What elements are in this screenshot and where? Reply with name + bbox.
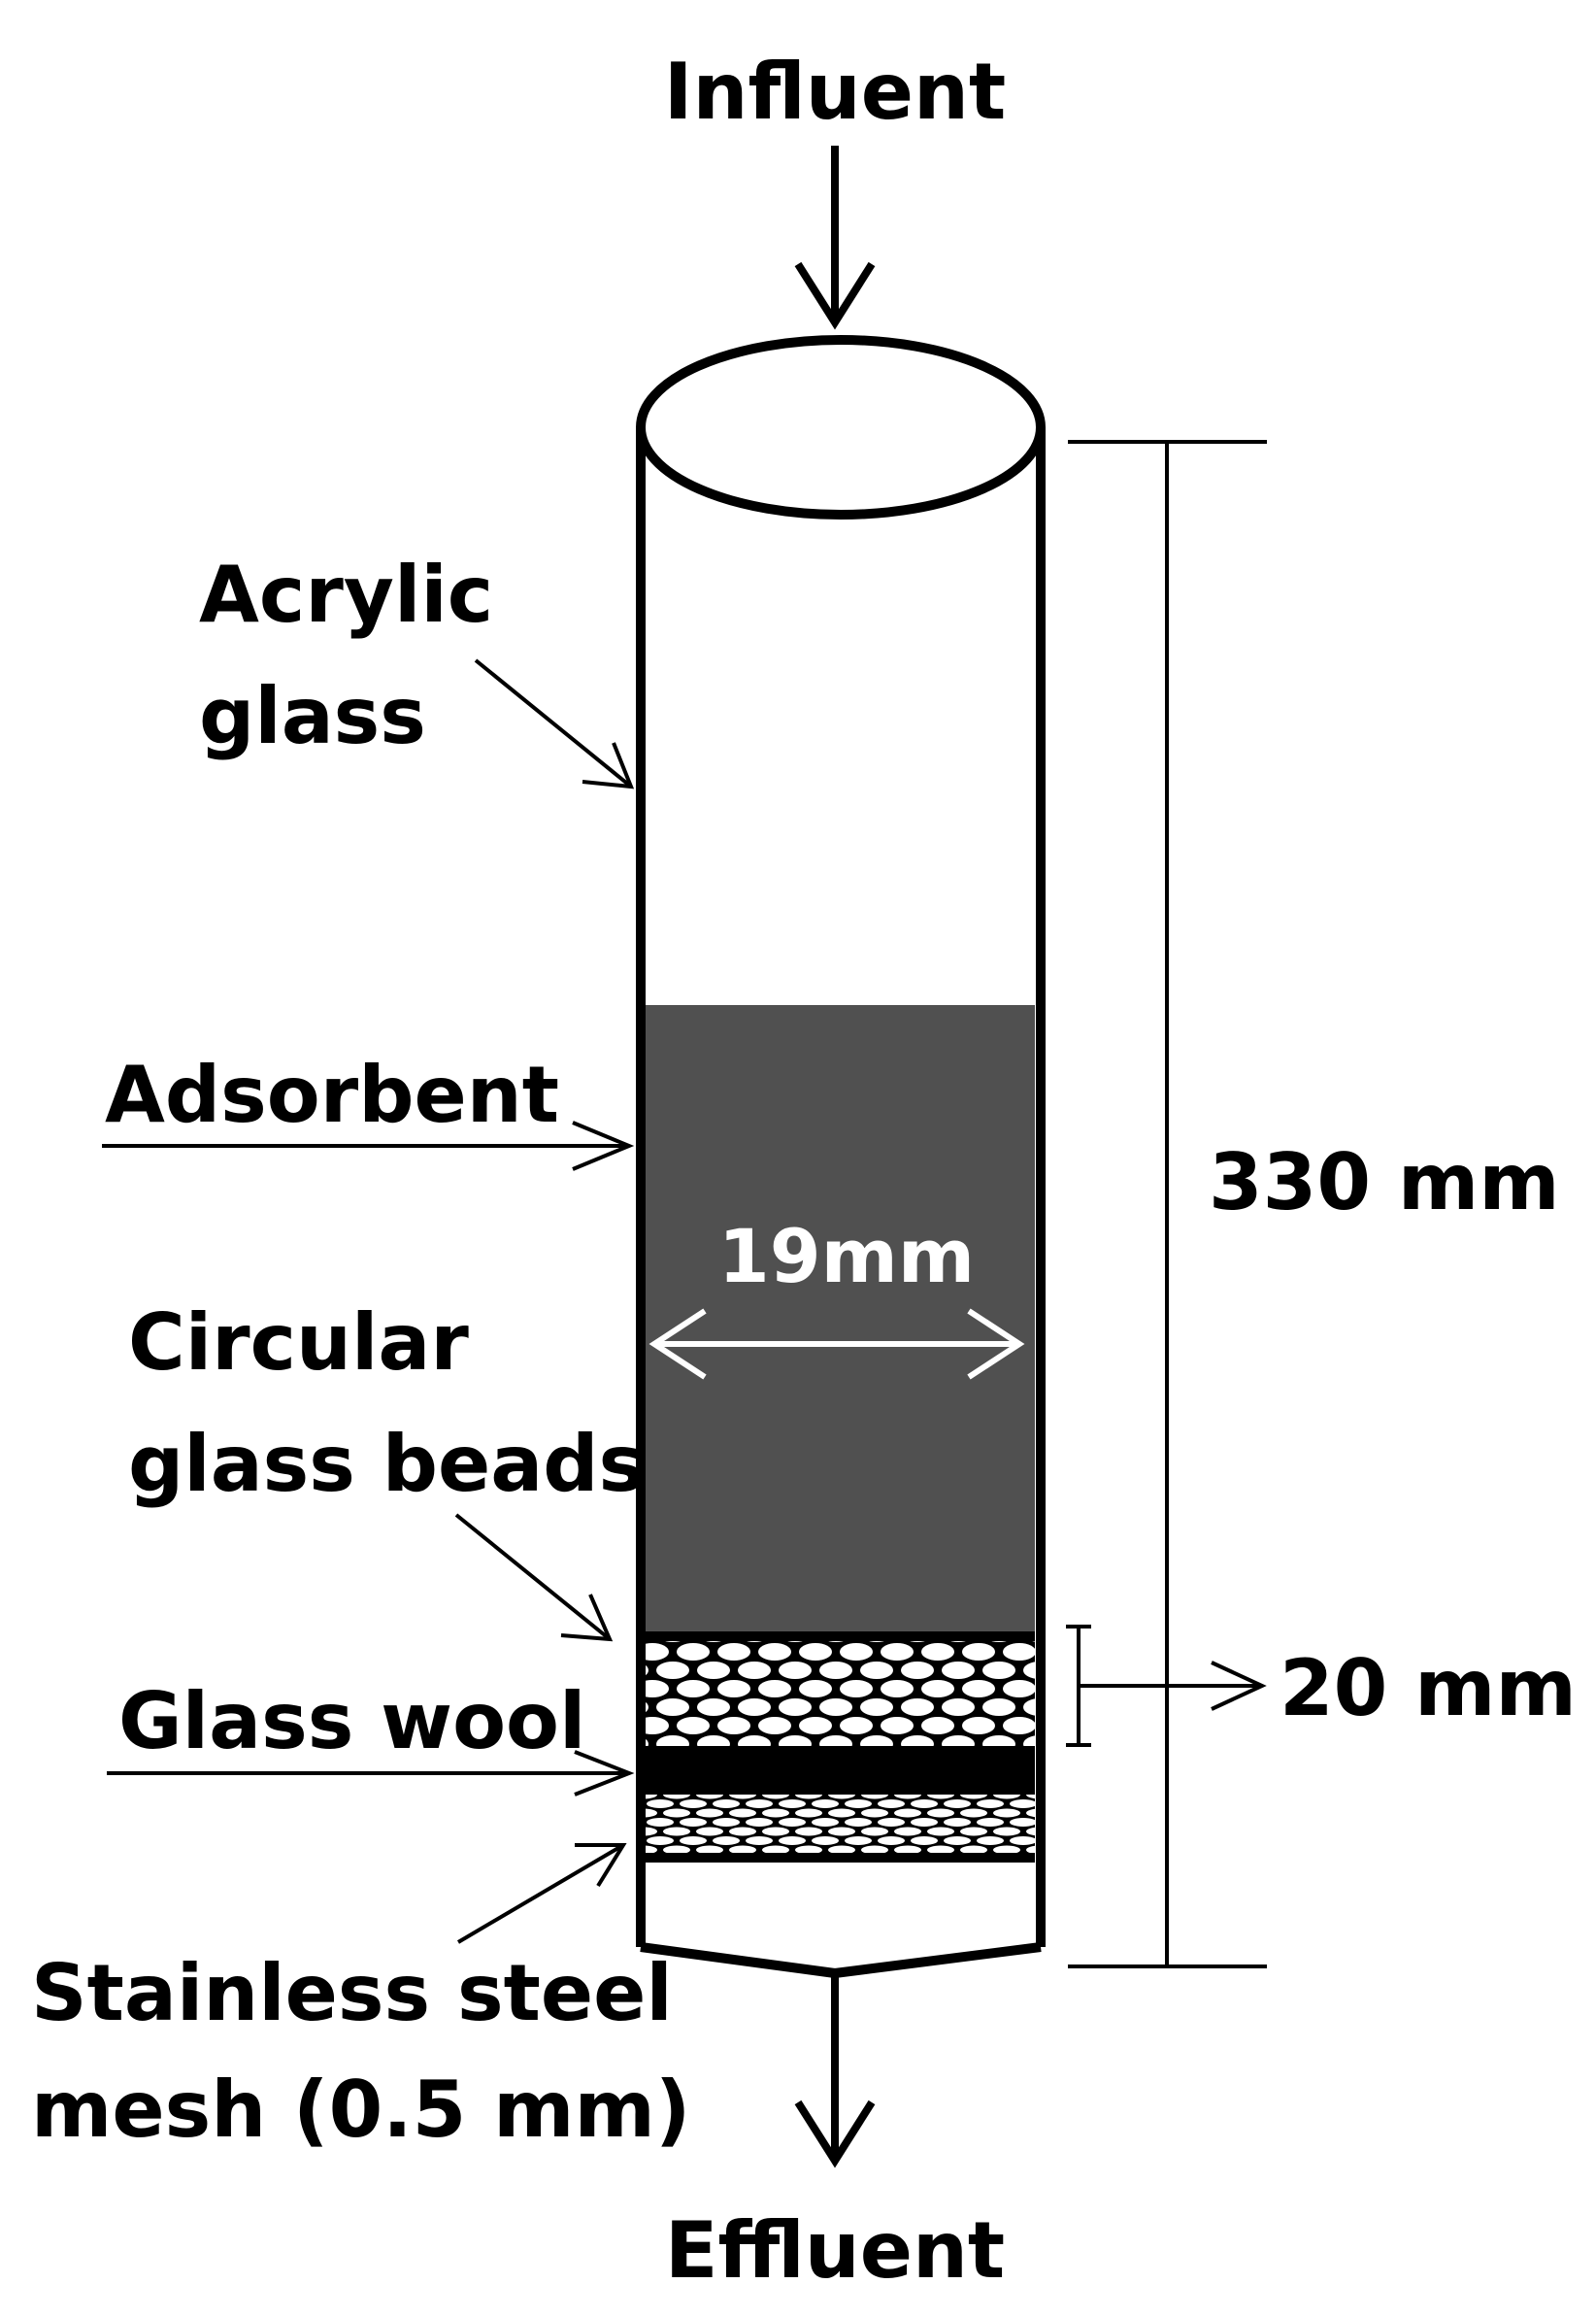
mesh-label-line1: Stainless steel xyxy=(31,1948,673,2038)
adsorbent-pointer xyxy=(102,1121,635,1171)
glass-beads-label-line2: glass beads xyxy=(128,1419,645,1509)
column-top-opening xyxy=(636,335,1046,520)
acrylic-glass-label-line2: glass xyxy=(199,671,426,761)
diameter-arrow xyxy=(648,1308,1025,1380)
height-dimension-line xyxy=(1068,440,1267,1968)
mesh-label-line2: mesh (0.5 mm) xyxy=(31,2065,690,2155)
glass-beads-pointer xyxy=(454,1513,614,1642)
glass-wool-label: Glass wool xyxy=(118,1676,585,1766)
bead-layer-height-label: 20 mm xyxy=(1280,1643,1577,1733)
stainless-steel-mesh-layer xyxy=(641,1792,1035,1858)
height-label: 330 mm xyxy=(1209,1137,1560,1227)
influent-arrow xyxy=(794,146,876,330)
glass-wool-pointer xyxy=(107,1750,635,1797)
mesh-pointer xyxy=(456,1843,627,1944)
acrylic-glass-label-line1: Acrylic xyxy=(199,550,493,640)
diameter-label: 19mm xyxy=(718,1213,975,1299)
glass-beads-layer xyxy=(641,1636,1035,1751)
glass-wool-layer xyxy=(641,1756,1035,1785)
column-body xyxy=(636,335,1046,1978)
acrylic-glass-pointer xyxy=(474,658,635,789)
adsorbent-label: Adsorbent xyxy=(105,1050,559,1140)
bead-layer-dimension xyxy=(1066,1625,1267,1747)
effluent-arrow xyxy=(794,1973,876,2168)
glass-beads-label-line1: Circular xyxy=(128,1297,469,1388)
adsorbent-bed xyxy=(641,1005,1035,1636)
influent-label: Influent xyxy=(664,47,1006,137)
effluent-label: Effluent xyxy=(665,2205,1005,2296)
